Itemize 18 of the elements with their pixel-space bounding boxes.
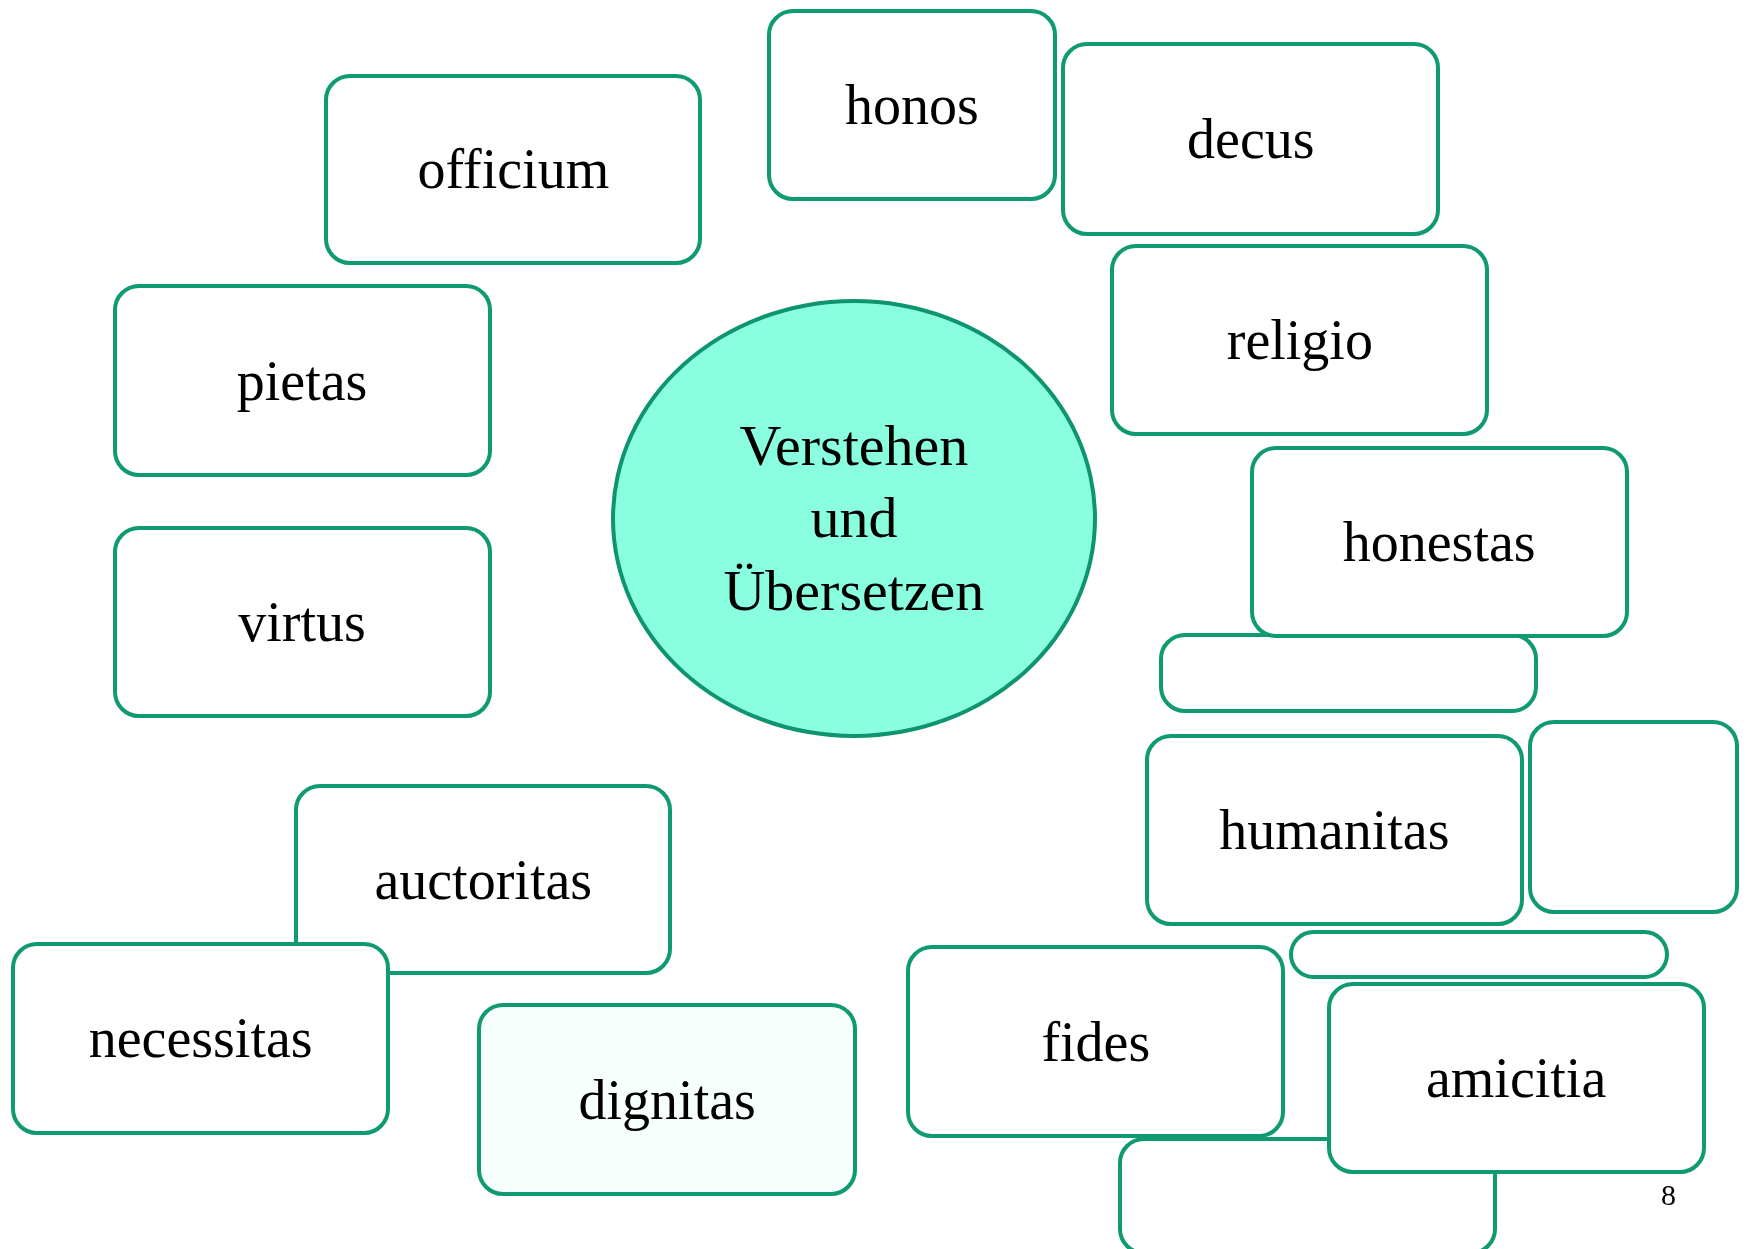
- term-card: dignitas: [477, 1003, 858, 1197]
- term-card: necessitas: [11, 942, 391, 1135]
- term-card: virtus: [112, 526, 492, 718]
- term-card: auctoritas: [294, 783, 673, 976]
- blank-card: [1528, 720, 1740, 915]
- blank-card: [1288, 929, 1669, 979]
- term-card: decus: [1061, 42, 1441, 237]
- central-ellipse: Verstehen und Übersetzen: [610, 298, 1097, 738]
- term-card: honestas: [1249, 445, 1629, 638]
- term-card: amicitia: [1326, 982, 1706, 1174]
- term-card: fides: [906, 945, 1286, 1139]
- term-card: honos: [766, 8, 1057, 201]
- term-card: religio: [1110, 244, 1490, 436]
- term-card: officium: [324, 73, 703, 266]
- page-number: 8: [1661, 1177, 1677, 1214]
- blank-card: [1159, 633, 1539, 714]
- term-card: humanitas: [1144, 733, 1524, 927]
- term-card: pietas: [112, 284, 492, 478]
